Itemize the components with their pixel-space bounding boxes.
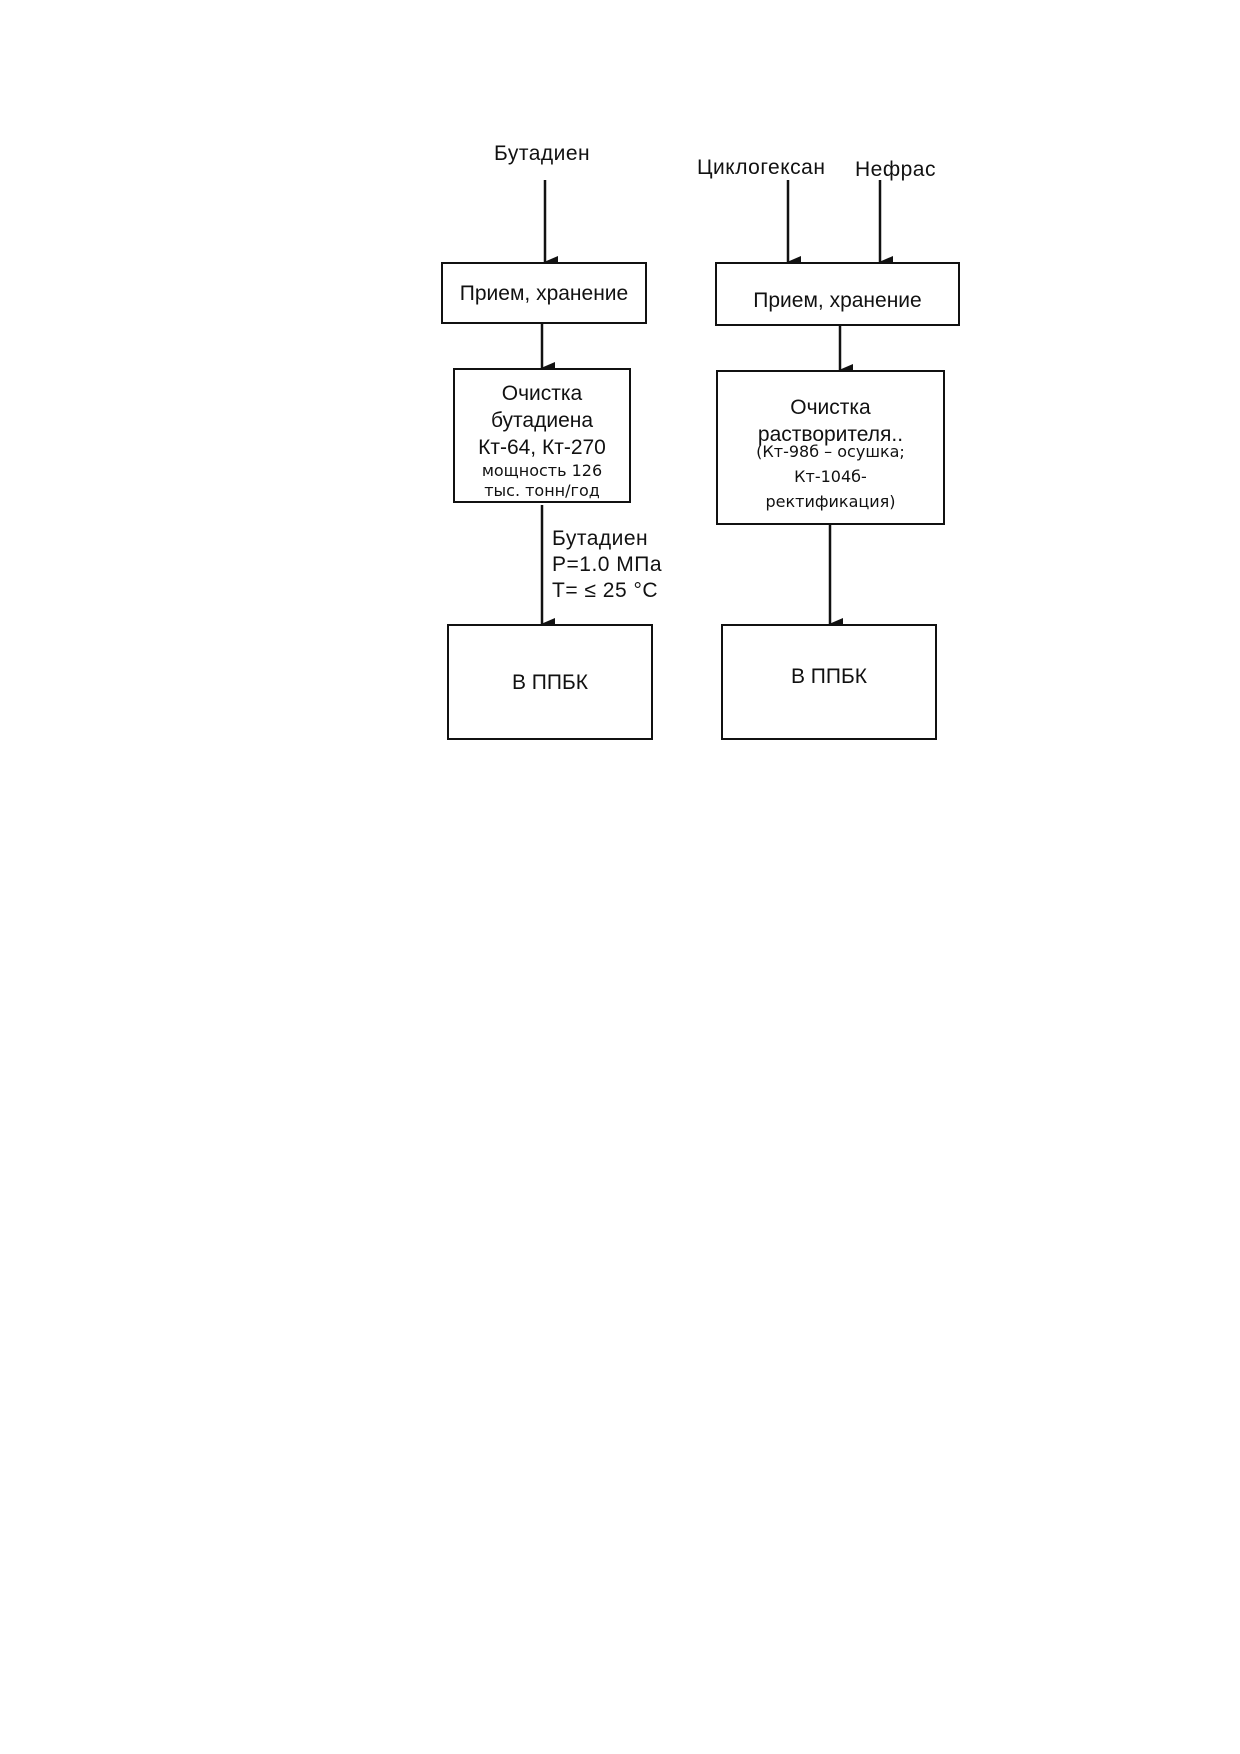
left-purify-line1: Очистка (501, 382, 583, 405)
left-flow-line3: T= ≤ 25 °C (552, 579, 659, 602)
right-purify-note1: (Кт-98б – осушка; (756, 442, 905, 461)
right-storage-text: Прием, хранение (753, 288, 922, 312)
left-purify-note1: мощность 126 (481, 461, 603, 480)
right-storage-box: Прием, хранение (715, 262, 960, 326)
right-purify-line1: Очистка (790, 396, 871, 419)
left-destination-text: В ППБК (511, 670, 589, 694)
input-butadiene-label: Бутадиен (494, 142, 591, 165)
left-storage-box: Прием, хранение (441, 262, 647, 324)
right-purify-note3: ректификация) (765, 492, 896, 511)
right-purify-box: Очистка растворителя.. (Кт-98б – осушка;… (716, 370, 945, 525)
left-storage-text: Прием, хранение (459, 281, 629, 305)
input-cyclohexane-label: Циклогексан (697, 156, 826, 179)
right-destination-text: В ППБК (790, 664, 868, 688)
input-nefras-label: Нефрас (855, 158, 936, 181)
right-purify-note2: Кт-104б- (794, 467, 867, 486)
left-flow-label: Бутадиен P=1.0 МПа T= ≤ 25 °C (552, 526, 662, 604)
right-destination-box: В ППБК (721, 624, 937, 740)
left-flow-line1: Бутадиен (552, 527, 649, 550)
left-purify-box: Очистка бутадиена Кт-64, Кт-270 мощность… (453, 368, 631, 503)
left-purify-line3: Кт-64, Кт-270 (478, 436, 606, 459)
left-purify-line2: бутадиена (490, 409, 594, 432)
left-purify-note2: тыс. тонн/год (484, 481, 600, 500)
left-destination-box: В ППБК (447, 624, 653, 740)
left-flow-line2: P=1.0 МПа (552, 553, 663, 576)
right-purify-line2: растворителя.. (757, 423, 904, 446)
